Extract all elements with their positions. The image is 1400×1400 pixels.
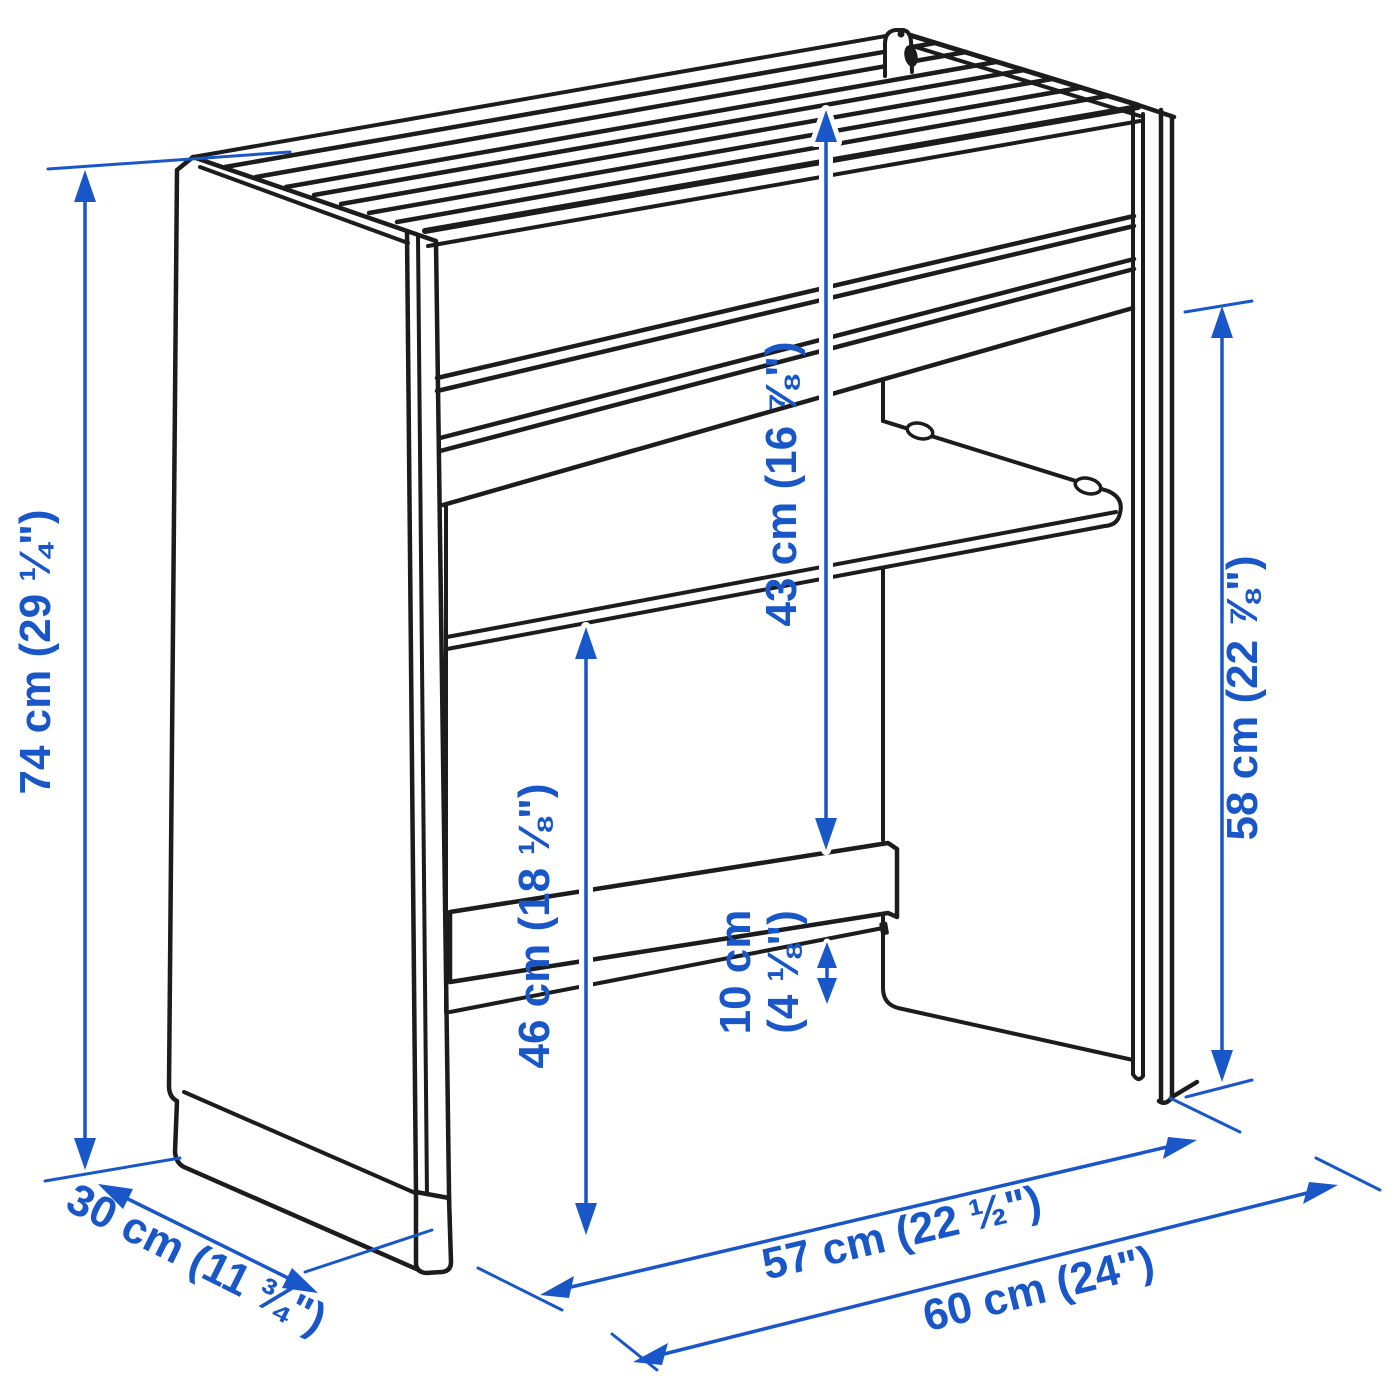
dimension-opening-43: 43 cm (16 ⅞") [757,105,842,855]
dim-label-right-side-height: 58 cm (22 ⅞") [1218,555,1267,840]
witness-60-left [610,1332,659,1372]
roll-door-strap [904,45,918,67]
left-panel-front-foot [413,1189,454,1276]
right-panel-top-cap [1135,102,1177,120]
right-panel-bottom-back-edge [1169,1079,1200,1100]
tambour-top [191,28,1142,234]
right-side-panel [1131,102,1200,1106]
left-panel-top-edge [190,154,410,234]
dimension-rail-10: 10 cm (4 ⅛") [711,910,841,1035]
dim-label-height: 74 cm (29 ¼") [11,509,60,794]
dim-label-clearance-height: 46 cm (18 ⅛") [510,783,559,1068]
left-panel-silhouette [166,154,424,1274]
interior-corner-lower [881,915,1135,1062]
right-track-bottom [1131,1072,1145,1081]
witness-58-bottom [1184,1078,1254,1099]
dimension-clearance-46: 46 cm (18 ⅛") [510,622,602,1240]
witness-74-top [46,150,292,171]
dimension-height-74: 74 cm (29 ¼") [11,150,292,1183]
witness-57-left [476,1266,564,1312]
witness-60-right [1314,1156,1382,1192]
witness-58-top [1183,299,1254,314]
tambour-front [426,119,1142,508]
shelf-peg-left [905,421,935,441]
bracket-pin [897,30,905,38]
dim-label-outer-width: 60 cm (24") [918,1237,1159,1342]
glass-shelf [445,419,1123,651]
cabinet-interior [445,377,1135,1062]
shelf-peg-right [1073,476,1103,496]
rail-bracket-mark [879,921,889,936]
front-door-bottom-edge [440,305,1136,508]
left-panel-top-edge-inner [198,165,410,245]
left-panel-front-edge-outer [433,239,453,1269]
dim-label-rail-height-line2: (4 ⅛") [759,910,808,1034]
front-top-rail [426,119,1142,248]
dim-label-rail-height-line1: 10 cm [711,910,760,1035]
left-panel-front-edge-a [404,229,419,1196]
witness-57-right [1168,1096,1242,1134]
top-slats [222,40,1110,225]
left-side-panel [166,154,454,1276]
roll-door-bracket [883,28,914,78]
left-panel-plinth-line [182,1090,431,1201]
shelf-front-thickness [445,524,1107,651]
dim-label-opening-height: 43 cm (16 ⅞") [757,341,806,626]
left-panel-front-edge-b [416,235,429,1198]
left-panel-front-edge-cap [404,228,439,244]
witness-74-bottom [43,1156,182,1183]
front-slats [434,213,1137,454]
top-front-edge [422,104,1141,234]
shelf-front-edge [445,510,1118,639]
dim-label-depth: 30 cm (11 ¾") [59,1174,334,1344]
bottom-front-rail [447,840,900,985]
witness-30-right [303,1228,434,1274]
dimension-depth-30: 30 cm (11 ¾") [59,1174,434,1344]
top-back-edge [191,31,905,159]
shelf-right-corner [1103,489,1123,528]
interior-floor-line [448,926,885,1014]
dimension-right-58: 58 cm (22 ⅞") [1183,299,1267,1099]
